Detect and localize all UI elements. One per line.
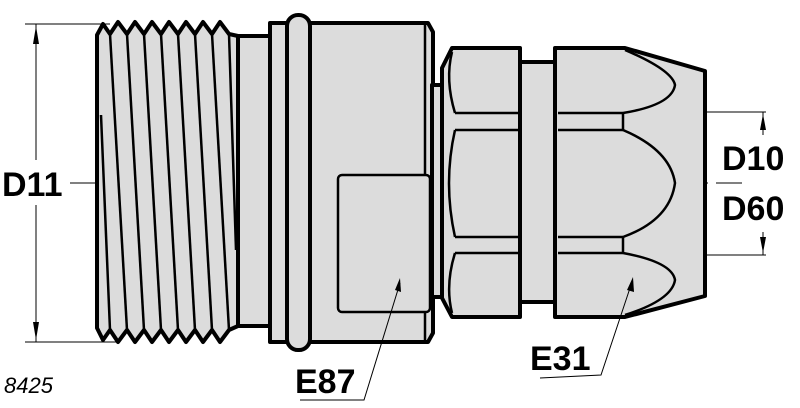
label-e87: E87 bbox=[295, 363, 356, 401]
e87-leader bbox=[300, 278, 401, 401]
label-d10: D10 bbox=[722, 140, 784, 178]
body bbox=[268, 13, 435, 352]
label-d60: D60 bbox=[722, 190, 784, 228]
d10-d60-dimension bbox=[705, 111, 766, 256]
groove bbox=[518, 60, 557, 304]
label-e31: E31 bbox=[530, 340, 591, 378]
label-d11: D11 bbox=[2, 166, 63, 204]
figure-number: 8425 bbox=[4, 373, 54, 398]
e31-leader bbox=[539, 277, 634, 379]
collet-nut bbox=[553, 46, 707, 319]
flat-e87 bbox=[336, 173, 432, 314]
threaded-section bbox=[95, 20, 240, 344]
neck bbox=[236, 34, 272, 328]
d11-dimension bbox=[25, 23, 118, 343]
hex-nut bbox=[440, 46, 522, 319]
